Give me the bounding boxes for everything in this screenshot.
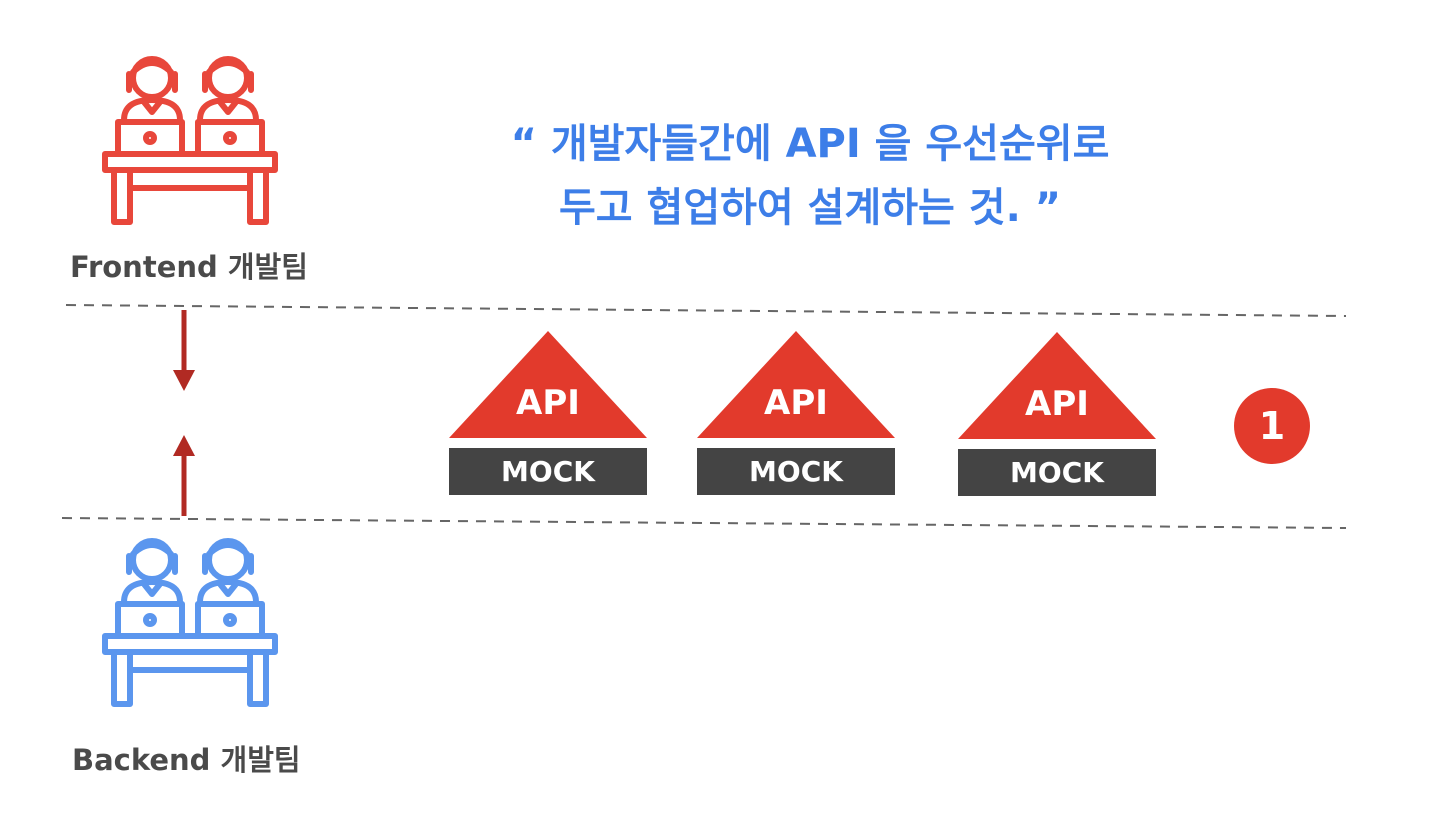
api-label: API [764,383,828,423]
api-label: API [1025,384,1089,424]
api-triangle [958,332,1156,439]
quote-line-1: “ 개발자들간에 API 을 우선순위로 [510,121,1110,167]
top-dashed-line [65,304,1347,317]
frontend-team-label: Frontend 개발팀 [70,250,308,284]
api-first-quote: “ 개발자들간에 API 을 우선순위로 두고 협업하여 설계하는 것. ” [420,112,1200,240]
api-block: API MOCK [449,331,647,501]
mock-label: MOCK [958,449,1156,496]
mock-label: MOCK [449,448,647,495]
down-arrow-icon [173,310,195,391]
api-triangle [449,331,647,438]
step-number-badge: 1 [1234,388,1310,464]
api-triangle [697,331,895,438]
mock-label: MOCK [697,448,895,495]
frontend-team-icon [102,56,278,225]
quote-line-2: 두고 협업하여 설계하는 것. ” [559,185,1061,231]
up-arrow-icon [173,435,195,516]
api-label: API [516,383,580,423]
api-block: API MOCK [958,332,1156,502]
api-block: API MOCK [697,331,895,501]
bottom-dashed-line [61,517,1347,529]
backend-team-icon [102,538,278,707]
backend-team-label: Backend 개발팀 [72,743,301,777]
